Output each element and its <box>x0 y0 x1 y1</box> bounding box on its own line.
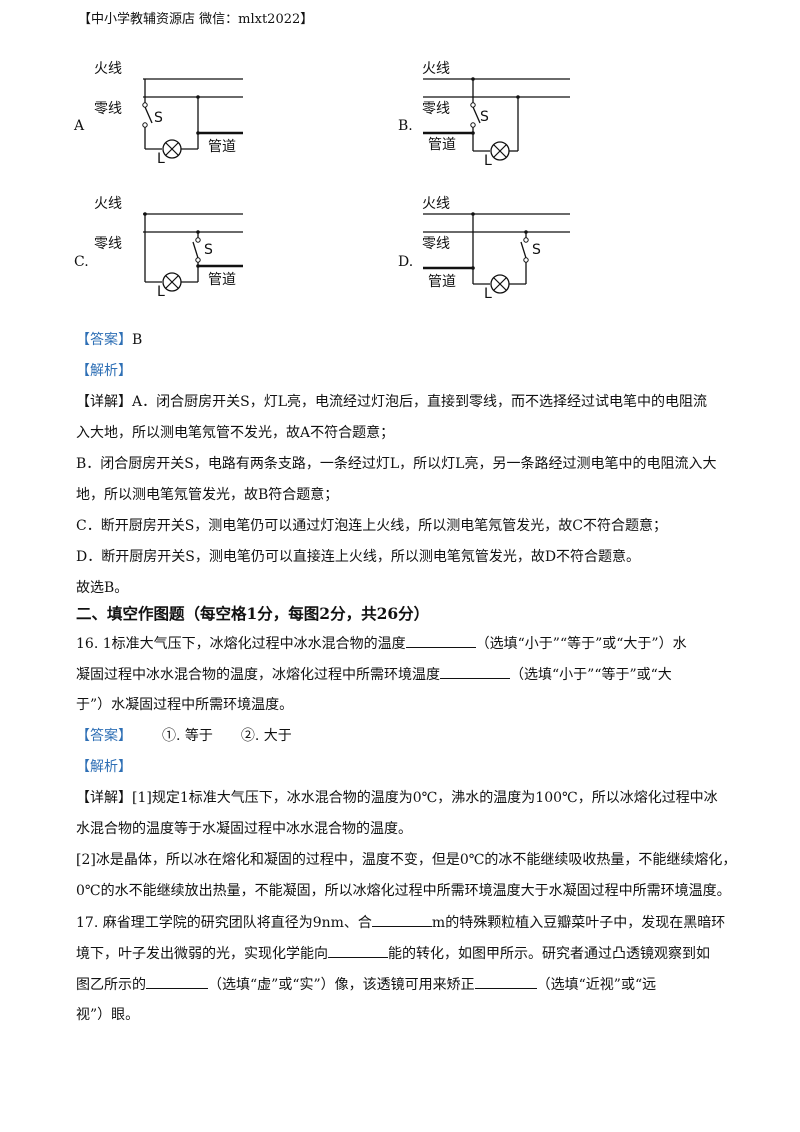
lamp-label: L <box>157 151 165 167</box>
q17-text: （选填“近视”或“远 <box>536 977 657 993</box>
q17-text: 图乙所示的 <box>76 977 146 993</box>
q17-text: m的特殊颗粒植入豆瓣菜叶子中，发现在黑暗环 <box>431 915 726 931</box>
q15-detail-line-2: 入大地，所以测电笔氖管不发光，故A不符合题意； <box>76 425 395 441</box>
q16-answer-1: ①. 等于 <box>162 728 213 744</box>
switch-label: S <box>480 109 489 125</box>
detail-tag: 【详解】 <box>76 790 132 806</box>
option-d-label: D. <box>398 254 414 270</box>
q17-text: 境下，叶子发出微弱的光，实现化学能向 <box>76 946 328 962</box>
q17-text: 能的转化，如图甲所示。研究者通过凸透镜观察到如 <box>388 946 710 962</box>
q15-detail-text: A．闭合厨房开关S，灯L亮，电流经过灯泡后，直接到零线，而不选择经过试电笔中的电… <box>132 394 707 410</box>
pipe-label: 管道 <box>428 274 456 290</box>
q16-line-1: 16. 1标准大气压下，冰熔化过程中冰水混合物的温度 （选填“小于”“等于”或“大… <box>76 633 687 654</box>
lamp-label: L <box>484 286 492 302</box>
q16-analysis-tag: 【解析】 <box>76 759 132 775</box>
live-wire-label: 火线 <box>422 61 450 77</box>
live-wire-label: 火线 <box>94 61 122 77</box>
neutral-wire-label: 零线 <box>94 101 122 117</box>
lamp-label: L <box>484 153 492 169</box>
q16-blank-2[interactable] <box>440 664 510 679</box>
q15-answer-line: 【答案】B <box>76 330 142 350</box>
q15-analysis-tag: 【解析】 <box>76 363 132 379</box>
q17-text: （选填“虚”或“实”）像，该透镜可用来矫正 <box>208 977 475 993</box>
pipe-label: 管道 <box>428 137 456 153</box>
q16-text: （选填“小于”“等于”或“大于”）水 <box>475 636 687 652</box>
q16-line-3: 于”）水凝固过程中所需环境温度。 <box>76 697 294 713</box>
switch-label: S <box>532 242 541 258</box>
neutral-wire-label: 零线 <box>94 236 122 252</box>
q15-detail-line-1: 【详解】A．闭合厨房开关S，灯L亮，电流经过灯泡后，直接到零线，而不选择经过试电… <box>76 392 707 412</box>
q16-blank-1[interactable] <box>405 633 476 648</box>
answer-tag: 【答案】 <box>76 728 132 744</box>
q16-detail-line-2: 水混合物的温度等于水凝固过程中冰水混合物的温度。 <box>76 821 412 837</box>
q17-line-2: 境下，叶子发出微弱的光，实现化学能向 能的转化，如图甲所示。研究者通过凸透镜观察到… <box>76 943 710 964</box>
answer-tag: 【答案】 <box>76 332 132 348</box>
q15-answer: B <box>132 332 143 348</box>
q16-text: 凝固过程中冰水混合物的温度，冰熔化过程中所需环境温度 <box>76 667 440 683</box>
q15-detail-line-3: B．闭合厨房开关S，电路有两条支路，一条经过灯L，所以灯L亮，另一条路经过测电笔… <box>76 456 717 472</box>
q17-line-3: 图乙所示的 （选填“虚”或“实”）像，该透镜可用来矫正 （选填“近视”或“远 <box>76 974 656 995</box>
option-a-label: A <box>74 118 85 134</box>
neutral-wire-label: 零线 <box>422 236 450 252</box>
live-wire-label: 火线 <box>422 196 450 212</box>
q17-blank-4[interactable] <box>474 974 537 989</box>
detail-tag: 【详解】 <box>76 394 132 410</box>
q17-blank-2[interactable] <box>328 943 388 958</box>
q15-detail-line-4: 地，所以测电笔氖管发光，故B符合题意； <box>76 487 339 503</box>
q16-text: 16. 1标准大气压下，冰熔化过程中冰水混合物的温度 <box>76 636 406 652</box>
option-b-label: B. <box>398 118 413 134</box>
q17-text: 17. 麻省理工学院的研究团队将直径为9nm、合 <box>76 915 372 931</box>
q17-line-1: 17. 麻省理工学院的研究团队将直径为9nm、合 m的特殊颗粒植入豆瓣菜叶子中，发… <box>76 912 725 933</box>
q16-answer-line: 【答案】 ①. 等于 ②. 大于 <box>76 726 292 746</box>
lamp-label: L <box>157 284 165 300</box>
option-c-circuit-diagram: 火线 零线 S L 管道 <box>94 196 243 300</box>
q16-detail-line-3: [2]冰是晶体，所以冰在熔化和凝固的过程中，温度不变，但是0℃的冰不能继续吸收热… <box>76 852 737 868</box>
switch-label: S <box>204 242 213 258</box>
option-b-circuit-diagram: 火线 零线 S 管道 L <box>422 61 570 169</box>
pipe-label: 管道 <box>208 139 236 155</box>
option-c-label: C. <box>74 254 89 270</box>
section-2-title: 二、填空作图题（每空格1分，每图2分，共26分） <box>76 604 430 623</box>
header-watermark: 【中小学教辅资源店 微信：mlxt2022】 <box>78 12 314 27</box>
live-wire-label: 火线 <box>94 196 122 212</box>
q15-detail-line-5: C．断开厨房开关S，测电笔仍可以通过灯泡连上火线，所以测电笔氖管发光，故C不符合… <box>76 518 668 534</box>
q16-text: （选填“小于”“等于”或“大 <box>510 667 672 683</box>
option-a-circuit-diagram: 火线 零线 S L 管道 <box>94 61 243 167</box>
q15-detail-line-6: D．断开厨房开关S，测电笔仍可以直接连上火线，所以测电笔氖管发光，故D不符合题意… <box>76 549 641 565</box>
switch-label: S <box>154 110 163 126</box>
q17-blank-3[interactable] <box>146 974 208 989</box>
q16-detail-text: [1]规定1标准大气压下，冰水混合物的温度为0℃，沸水的温度为100℃，所以冰熔… <box>132 790 718 806</box>
neutral-wire-label: 零线 <box>422 101 450 117</box>
q16-detail-line-4: 0℃的水不能继续放出热量，不能凝固，所以冰熔化过程中所需环境温度大于水凝固过程中… <box>76 883 731 899</box>
pipe-label: 管道 <box>208 272 236 288</box>
q16-answer-2: ②. 大于 <box>240 728 292 744</box>
option-d-circuit-diagram: 火线 零线 S 管道 L <box>422 196 570 302</box>
q17-blank-1[interactable] <box>371 912 432 927</box>
q16-line-2: 凝固过程中冰水混合物的温度，冰熔化过程中所需环境温度 （选填“小于”“等于”或“大 <box>76 664 672 685</box>
q16-detail-line-1: 【详解】[1]规定1标准大气压下，冰水混合物的温度为0℃，沸水的温度为100℃，… <box>76 788 718 808</box>
q15-conclusion: 故选B。 <box>76 580 129 596</box>
q17-line-4: 视”）眼。 <box>76 1007 140 1023</box>
